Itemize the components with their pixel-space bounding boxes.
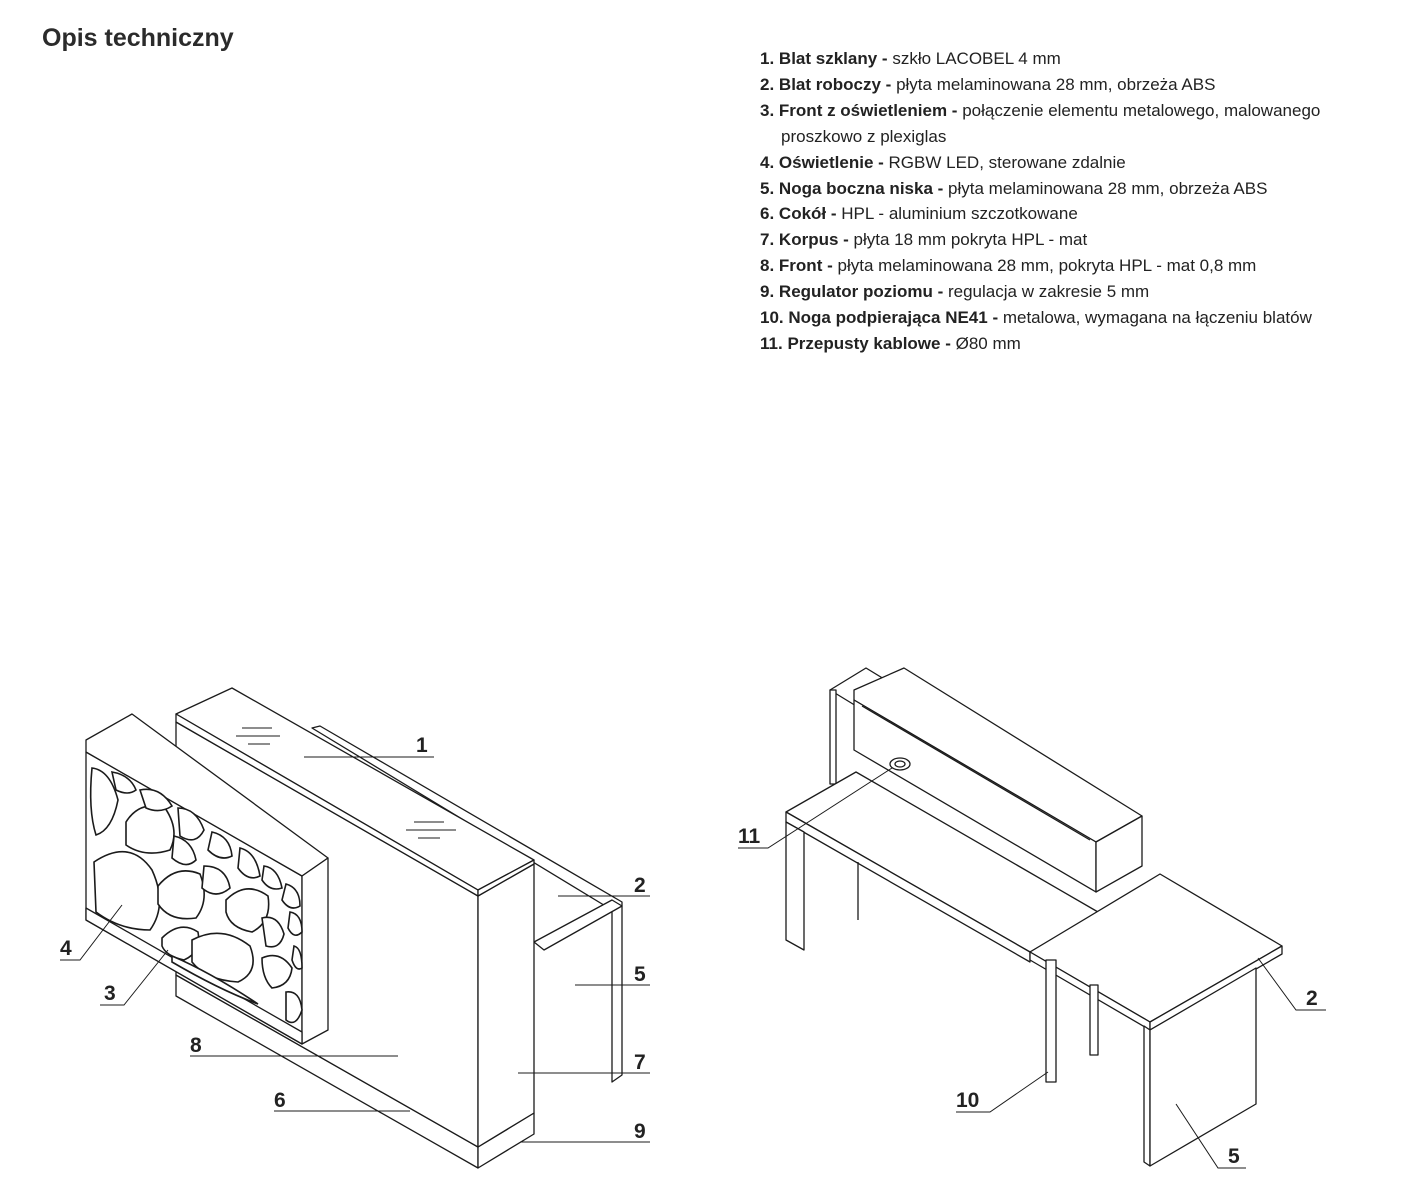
spec-num: 2. [760, 74, 775, 94]
spec-num: 9. [760, 282, 775, 302]
spec-list: 1. Blat szklany - szkło LACOBEL 4 mm 2. … [760, 46, 1400, 357]
callout-label: 7 [634, 1051, 646, 1074]
callout-label: 11 [738, 825, 761, 848]
spec-num: 1. [760, 49, 775, 68]
callout-label: 10 [956, 1089, 979, 1112]
spec-name: Korpus - [778, 230, 849, 250]
spec-item: 7. Korpus - płyta 18 mm pokryta HPL - ma… [760, 227, 1400, 253]
spec-desc: połączenie elementu metalowego, malowane… [781, 100, 1321, 146]
spec-num: 4. [760, 152, 775, 172]
glass-top-side-edge [477, 859, 535, 897]
spec-name: Oświetlenie - [778, 152, 884, 172]
leader-lines-right [738, 767, 1326, 1169]
spec-num: 7. [760, 230, 775, 250]
callout-label: 2 [1306, 987, 1318, 1010]
spec-name: Przepusty kablowe - [787, 333, 951, 353]
spec-num: 8. [760, 256, 775, 276]
spec-desc: płyta melaminowana 28 mm, obrzeża ABS [948, 178, 1268, 198]
callout-label: 5 [1228, 1145, 1240, 1168]
spec-desc: metalowa, wymagana na łączeniu blatów [1002, 308, 1312, 328]
spec-desc: HPL - aluminium szczotkowane [841, 204, 1078, 224]
decorative-front-side [301, 857, 329, 1045]
spec-name: Blat szklany - [778, 49, 888, 68]
spec-num: 5. [760, 178, 775, 198]
leader-lines-left [60, 756, 650, 1143]
page-title: Opis techniczny [42, 24, 234, 52]
worktop-edge [533, 899, 623, 951]
spec-name: Regulator poziomu - [778, 282, 944, 302]
support-leg-rear [1089, 984, 1099, 1056]
spec-item: 2. Blat roboczy - płyta melaminowana 28 … [760, 72, 1400, 98]
callout-label: 3 [104, 982, 116, 1005]
spec-name: Blat roboczy - [778, 74, 892, 94]
raised-box-side [1095, 815, 1143, 893]
spec-name: Front z oświetleniem - [778, 100, 958, 120]
spec-num: 10. [760, 308, 784, 328]
callout-label: 8 [190, 1034, 202, 1057]
right-leg [1149, 967, 1257, 1167]
spec-item: 6. Cokół - HPL - aluminium szczotkowane [760, 201, 1400, 227]
callout-label: 9 [634, 1120, 646, 1143]
spec-item: 9. Regulator poziomu - regulacja w zakre… [760, 279, 1400, 305]
rear-upstand-front [829, 689, 837, 785]
callout-label: 1 [416, 734, 428, 757]
spec-desc: szkło LACOBEL 4 mm [892, 49, 1061, 68]
desk-top-edge [785, 811, 1031, 963]
callout-label: 4 [60, 937, 72, 960]
spec-name: Cokół - [778, 204, 837, 224]
spec-name: Noga podpierająca NE41 - [788, 308, 999, 328]
callout-label: 6 [274, 1089, 286, 1112]
extension-top-side [1149, 945, 1283, 1031]
cable-grommet-inner [894, 760, 906, 768]
cable-grommet [889, 757, 911, 771]
spec-name: Front - [778, 256, 833, 276]
raised-box-inner-line [861, 705, 1091, 841]
spec-item: 8. Front - płyta melaminowana 28 mm, pok… [760, 253, 1400, 279]
spec-item: 10. Noga podpierająca NE41 - metalowa, w… [760, 305, 1400, 331]
organic-pattern [89, 767, 303, 1024]
right-leg-edge [1143, 1025, 1151, 1167]
spec-item: 11. Przepusty kablowe - Ø80 mm [760, 331, 1400, 357]
spec-name: Noga boczna niska - [778, 178, 944, 198]
spec-item: 5. Noga boczna niska - płyta melaminowan… [760, 176, 1400, 202]
desk-frame-drawing: 11 2 10 5 [738, 667, 1326, 1169]
callout-label: 2 [634, 874, 646, 897]
reception-desk-drawing: 1 2 3 4 5 6 7 8 9 [60, 687, 650, 1169]
spec-num: 3. [760, 100, 775, 120]
callout-label: 5 [634, 963, 646, 986]
spec-item: 1. Blat szklany - szkło LACOBEL 4 mm [760, 46, 1400, 72]
end-panel [477, 863, 535, 1148]
spec-desc: płyta melaminowana 28 mm, pokryta HPL - … [837, 256, 1257, 276]
spec-desc: RGBW LED, sterowane zdalnie [888, 152, 1126, 172]
spec-desc: płyta 18 mm pokryta HPL - mat [853, 230, 1088, 250]
spec-num: 6. [760, 204, 775, 224]
spec-desc: regulacja w zakresie 5 mm [947, 282, 1150, 302]
spec-desc: płyta melaminowana 28 mm, obrzeża ABS [896, 74, 1216, 94]
spec-desc: Ø80 mm [955, 333, 1021, 353]
support-leg-ne41 [1045, 959, 1057, 1083]
spec-item: 3. Front z oświetleniem - połączenie ele… [760, 98, 1400, 150]
spec-num: 11. [760, 333, 783, 353]
glass-reflection-marks [236, 727, 456, 839]
spec-item: 4. Oświetlenie - RGBW LED, sterowane zda… [760, 150, 1400, 176]
left-leg [785, 821, 805, 951]
